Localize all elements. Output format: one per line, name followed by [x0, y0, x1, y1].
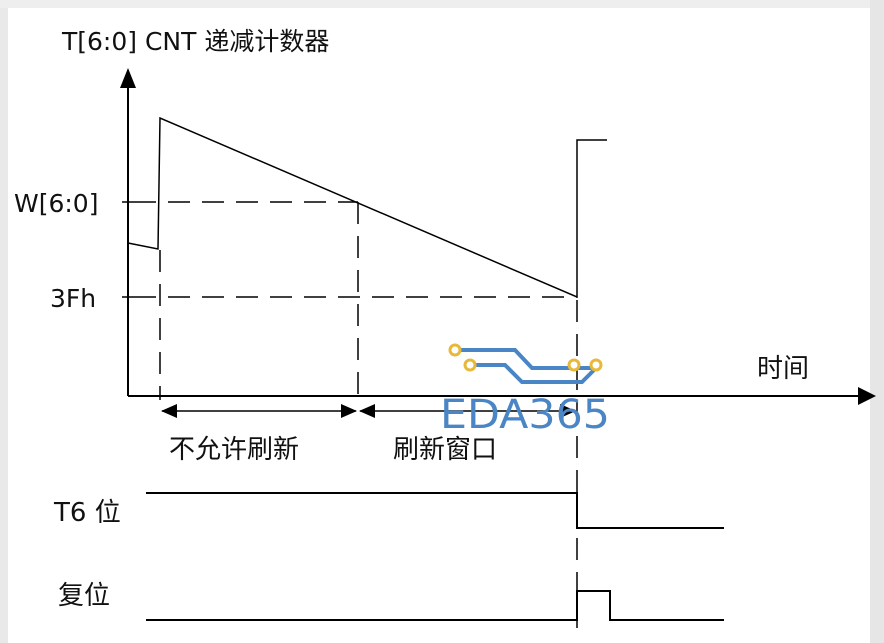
- x-axis-arrowhead: [858, 387, 876, 405]
- t6-bit-waveform: [146, 492, 724, 529]
- y-axis-arrowhead: [120, 68, 136, 88]
- 3fh-level-label: 3Fh: [50, 284, 96, 313]
- x-axis-label: 时间: [757, 354, 809, 384]
- refresh-window-right-arrowhead: [560, 404, 576, 418]
- counter-waveform: [127, 116, 607, 299]
- frame-right-edge: [870, 0, 884, 643]
- no-refresh-right-arrowhead: [341, 404, 357, 418]
- y-axis-title: T[6:0] CNT 递减计数器: [61, 27, 329, 56]
- no-refresh-label: 不允许刷新: [169, 435, 299, 465]
- frame-top-edge: [0, 0, 884, 8]
- watermark-logo: [448, 343, 603, 384]
- watermark-pad-4: [589, 358, 603, 372]
- frame-left-edge: [0, 0, 8, 643]
- watermark-pad-3: [567, 358, 581, 372]
- refresh-window-label: 刷新窗口: [393, 435, 497, 465]
- watermark-text: EDA365: [440, 392, 610, 438]
- refresh-window-left-arrowhead: [359, 404, 375, 418]
- watermark-pad-1: [448, 343, 462, 357]
- watermark-trace-bottom: [470, 363, 596, 384]
- reset-waveform: [146, 590, 724, 621]
- watermark-pad-2: [463, 358, 477, 372]
- watermark-trace-top: [455, 348, 592, 370]
- t6-bit-label: T6 位: [53, 498, 121, 528]
- no-refresh-left-arrowhead: [161, 404, 177, 418]
- w-level-label: W[6:0]: [14, 189, 98, 218]
- reset-label: 复位: [58, 581, 110, 611]
